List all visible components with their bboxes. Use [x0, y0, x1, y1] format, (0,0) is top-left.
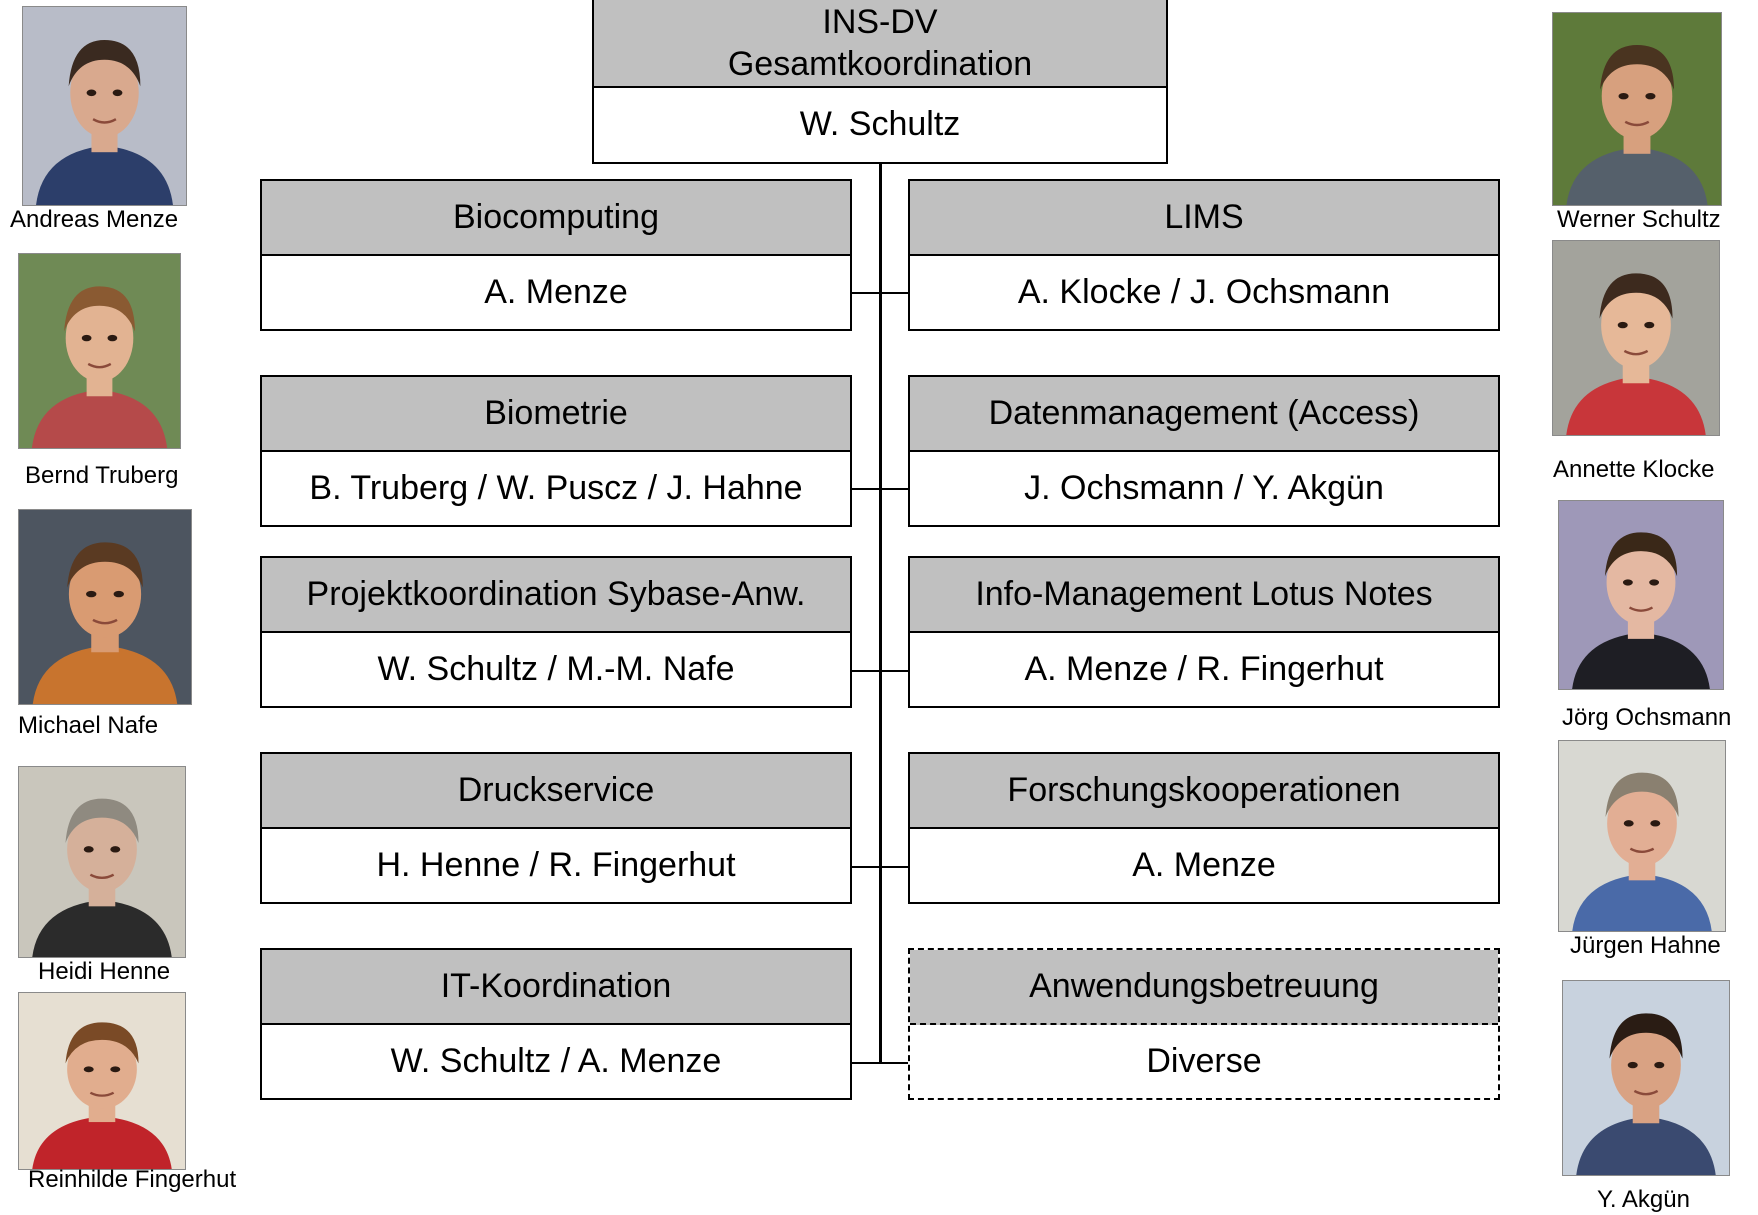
- unit-box-it-koordination: IT-Koordination W. Schultz / A. Menze: [260, 948, 852, 1100]
- portrait-image: [1559, 741, 1725, 931]
- connector-row-3: [850, 670, 910, 672]
- unit-title: INS-DV Gesamtkoordination: [594, 0, 1166, 88]
- portrait-photo: [1558, 740, 1726, 932]
- connector-row-2: [850, 488, 910, 490]
- connector-row-5: [850, 1062, 910, 1064]
- connector-row-4: [850, 866, 910, 868]
- unit-people: A. Menze: [1132, 846, 1276, 884]
- portrait-image: [23, 7, 186, 205]
- portrait-photo: [18, 766, 186, 958]
- unit-people: A. Menze: [484, 273, 628, 311]
- portrait-photo: [18, 509, 192, 705]
- portrait-photo: [18, 253, 181, 449]
- portrait-caption: Jürgen Hahne: [1570, 932, 1721, 959]
- unit-box-biometrie: Biometrie B. Truberg / W. Puscz / J. Hah…: [260, 375, 852, 527]
- portrait-caption: Heidi Henne: [38, 958, 171, 985]
- unit-people: W. Schultz / A. Menze: [390, 1042, 722, 1080]
- portrait-photo: [18, 992, 186, 1170]
- unit-box-druckservice: Druckservice H. Henne / R. Fingerhut: [260, 752, 852, 904]
- portrait-caption: Reinhilde Fingerhut: [28, 1166, 237, 1193]
- portrait-photo: [1552, 240, 1720, 436]
- portrait-image: [1559, 501, 1723, 689]
- portrait-caption: Y. Akgün: [1597, 1186, 1690, 1213]
- unit-people: A. Klocke / J. Ochsmann: [1017, 273, 1391, 311]
- unit-title: Biometrie: [262, 377, 850, 452]
- portrait-photo: [1552, 12, 1722, 206]
- portrait-photo: [1558, 500, 1724, 690]
- portrait-image: [1563, 981, 1729, 1175]
- portrait-image: [1553, 13, 1721, 205]
- unit-box-lims: LIMS A. Klocke / J. Ochsmann: [908, 179, 1500, 331]
- unit-box-anwendungsbetreuung: Anwendungsbetreuung Diverse: [908, 948, 1500, 1100]
- unit-people: Diverse: [1146, 1042, 1262, 1080]
- unit-title-line-1: INS-DV: [822, 3, 938, 41]
- portrait-image: [19, 254, 180, 448]
- unit-title: Druckservice: [262, 754, 850, 829]
- unit-title: Info-Management Lotus Notes: [910, 558, 1498, 633]
- unit-people: W. Schultz / M.-M. Nafe: [377, 650, 735, 688]
- unit-people: H. Henne / R. Fingerhut: [376, 846, 736, 884]
- unit-people: J. Ochsmann / Y. Akgün: [1024, 469, 1384, 507]
- unit-title: IT-Koordination: [262, 950, 850, 1025]
- unit-box-biocomputing: Biocomputing A. Menze: [260, 179, 852, 331]
- unit-box-info-management: Info-Management Lotus Notes A. Menze / R…: [908, 556, 1500, 708]
- portrait-image: [19, 767, 185, 957]
- portrait-photo: [1562, 980, 1730, 1176]
- unit-title: Datenmanagement (Access): [910, 377, 1498, 452]
- portrait-caption: Michael Nafe: [18, 712, 159, 739]
- unit-title: Anwendungsbetreuung: [910, 950, 1498, 1025]
- portrait-caption: Andreas Menze: [10, 206, 179, 233]
- unit-title: Forschungskooperationen: [910, 754, 1498, 829]
- unit-title-line-2: Gesamtkoordination: [727, 45, 1033, 83]
- trunk-line: [879, 164, 882, 1064]
- unit-box-forschungskooperationen: Forschungskooperationen A. Menze: [908, 752, 1500, 904]
- unit-title: LIMS: [910, 181, 1498, 256]
- unit-box-projektkoordination: Projektkoordination Sybase-Anw. W. Schul…: [260, 556, 852, 708]
- portrait-caption: Annette Klocke: [1553, 456, 1715, 483]
- portrait-caption: Jörg Ochsmann: [1562, 704, 1732, 731]
- unit-box-gesamtkoordination: INS-DV Gesamtkoordination W. Schultz: [592, 0, 1168, 164]
- unit-box-datenmanagement: Datenmanagement (Access) J. Ochsmann / Y…: [908, 375, 1500, 527]
- portrait-image: [1553, 241, 1719, 435]
- unit-people: A. Menze / R. Fingerhut: [1024, 650, 1384, 688]
- unit-people: B. Truberg / W. Puscz / J. Hahne: [309, 469, 803, 507]
- portrait-photo: [22, 6, 187, 206]
- unit-title: Biocomputing: [262, 181, 850, 256]
- portrait-caption: Werner Schultz: [1557, 206, 1721, 233]
- portrait-caption: Bernd Truberg: [25, 462, 179, 489]
- unit-title: Projektkoordination Sybase-Anw.: [262, 558, 850, 633]
- connector-row-1: [850, 292, 910, 294]
- portrait-image: [19, 510, 191, 704]
- portrait-image: [19, 993, 185, 1169]
- unit-people: W. Schultz: [799, 104, 961, 143]
